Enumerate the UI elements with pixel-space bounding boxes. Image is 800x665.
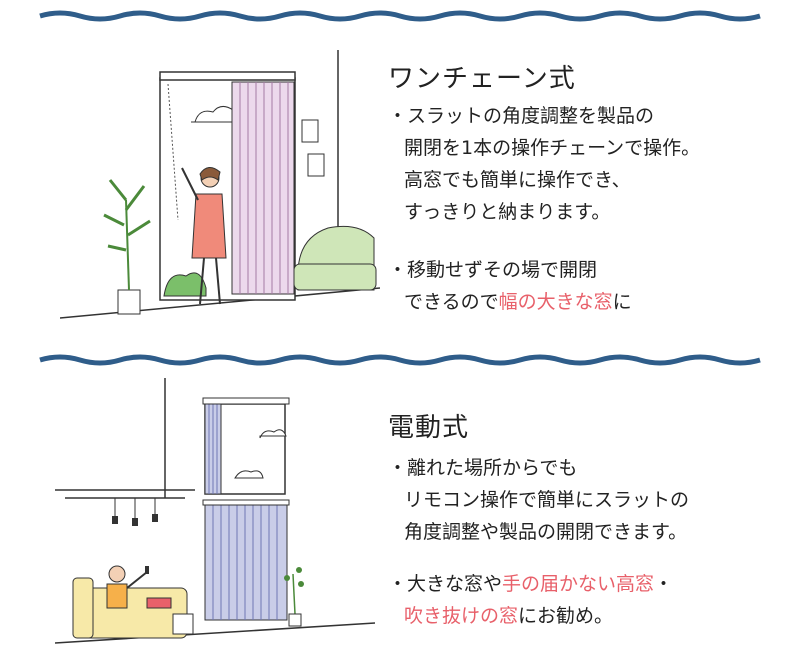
section1-bullet1: ・スラットの角度調整を製品の 開閉を1本の操作チェーンで操作。 高窓でも簡単に操… — [388, 100, 700, 228]
middle-wave-divider — [39, 354, 761, 366]
section1-title: ワンチェーン式 — [388, 64, 576, 94]
section2-bullet1-line2: リモコン操作で簡単にスラットの — [404, 489, 690, 511]
section1-bullet1-line3: 高窓でも簡単に操作でき、 — [404, 169, 631, 191]
section2-bullet1-line3: 角度調整や製品の開閉できます。 — [404, 521, 688, 543]
green-sofa — [293, 225, 377, 291]
section2-bullet2-line1-pre: ・大きな窓や — [388, 573, 503, 595]
small-plant — [284, 567, 304, 627]
section1-bullet2-line1: ・移動せずその場で開閉 — [388, 259, 598, 281]
section2-bullet2-line1: ・大きな窓や手の届かない高窓・ — [388, 568, 673, 600]
section1-bullet1-line1: ・スラットの角度調整を製品の — [388, 105, 655, 127]
pink-vertical-blinds — [231, 81, 295, 295]
section1-bullet2-highlight: 幅の大きな窓 — [498, 291, 613, 313]
section2-bullet2: ・大きな窓や手の届かない高窓・ 吹き抜けの窓にお勧め。 — [388, 568, 673, 632]
section1-bullet2-line2-pre: できるので — [404, 291, 499, 313]
motorized-illustration — [55, 378, 375, 644]
section2-bullet2-highlight1: 手の届かない高窓 — [502, 573, 655, 595]
person-with-remote — [106, 565, 149, 609]
section1-bullet2-line2: できるので幅の大きな窓に — [388, 286, 632, 318]
section1-bullet2-line2-post: に — [612, 291, 632, 313]
section2-bullet2-line2-post: にお勧め。 — [518, 605, 614, 627]
section2-bullet1: ・離れた場所からでも リモコン操作で簡単にスラットの 角度調整や製品の開閉できま… — [388, 452, 689, 548]
upper-blue-blinds — [204, 403, 222, 495]
section2-bullet1-line1: ・離れた場所からでも — [388, 457, 578, 479]
lower-blue-blinds — [204, 503, 288, 621]
section2-bullet2-line2: 吹き抜けの窓にお勧め。 — [388, 600, 673, 632]
section1-bullet1-line2: 開閉を1本の操作チェーンで操作。 — [404, 137, 701, 159]
one-chain-illustration — [60, 50, 380, 319]
potted-plant — [103, 179, 151, 315]
section2-title: 電動式 — [388, 413, 470, 443]
section1-bullet1-line4: すっきりと納まります。 — [404, 201, 611, 223]
section1-bullet2: ・移動せずその場で開閉 できるので幅の大きな窓に — [388, 254, 632, 318]
section2-bullet2-highlight2: 吹き抜けの窓 — [404, 605, 519, 627]
section2-bullet2-line1-post: ・ — [654, 573, 674, 595]
top-wave-divider — [39, 10, 761, 22]
woman-figure — [181, 167, 227, 305]
